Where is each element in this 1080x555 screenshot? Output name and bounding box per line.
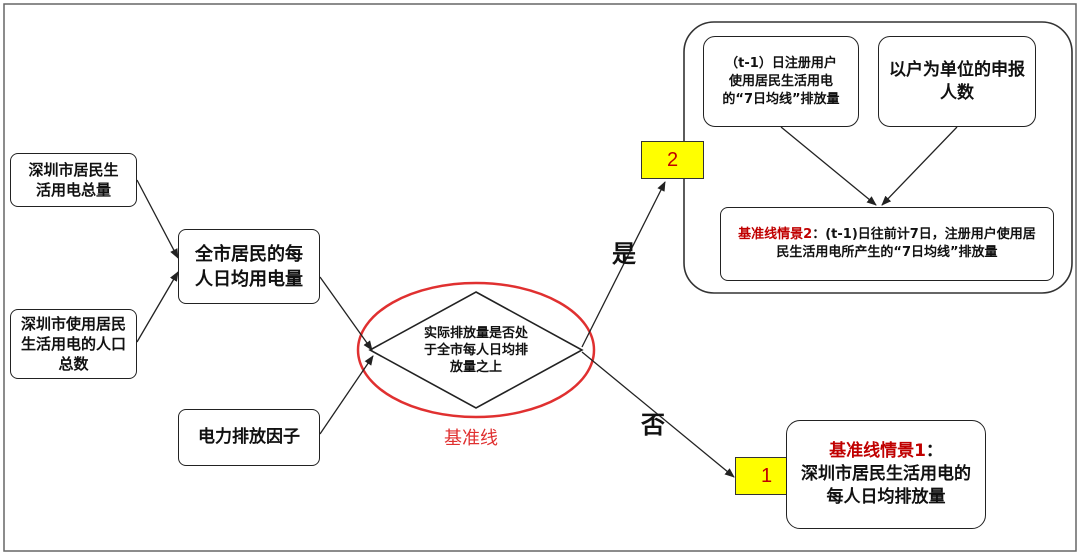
- node-total-power: 深圳市居民生活用电总量: [10, 153, 137, 207]
- arrow-no: [581, 351, 735, 478]
- arrow-population-to-percapita: [136, 271, 179, 343]
- no-label: 否: [641, 411, 665, 439]
- decision-diamond: [368, 291, 584, 409]
- node-registered-avg: （t-1）日注册用户使用居民生活用电的“7日均线”排放量: [703, 36, 859, 127]
- arrow-household-to-scenario2: [881, 126, 958, 206]
- arrow-percapita-to-decision: [319, 276, 373, 351]
- node-household-count: 以户为单位的申报人数: [878, 36, 1036, 127]
- node-per-capita: 全市居民的每人日均用电量: [178, 229, 320, 304]
- arrow-factor-to-decision: [319, 355, 374, 435]
- node-emission-factor: 电力排放因子: [178, 409, 320, 466]
- baseline-ellipse: [356, 281, 596, 419]
- arrow-total-to-percapita: [136, 179, 179, 259]
- scenario-2-text: 基准线情景2：(t-1)日往前计7日，注册用户使用居民生活用电所产生的“7日均线…: [738, 227, 1036, 260]
- baseline-label: 基准线: [444, 428, 498, 449]
- node-scenario-2: 基准线情景2：(t-1)日往前计7日，注册用户使用居民生活用电所产生的“7日均线…: [720, 207, 1054, 281]
- node-population: 深圳市使用居民生活用电的人口总数: [10, 309, 137, 379]
- arrow-yes: [581, 181, 666, 348]
- arrow-registered-to-scenario2: [780, 126, 877, 206]
- outer-frame: [3, 3, 1077, 552]
- yes-label: 是: [612, 240, 636, 268]
- scenario-1-text: 基准线情景1：深圳市居民生活用电的每人日均排放量: [801, 441, 971, 507]
- decision-text: 实际排放量是否处于全市每人日均排放量之上: [424, 325, 529, 375]
- node-scenario-1: 基准线情景1：深圳市居民生活用电的每人日均排放量: [786, 420, 986, 529]
- badge-scenario-2: 2: [641, 141, 704, 179]
